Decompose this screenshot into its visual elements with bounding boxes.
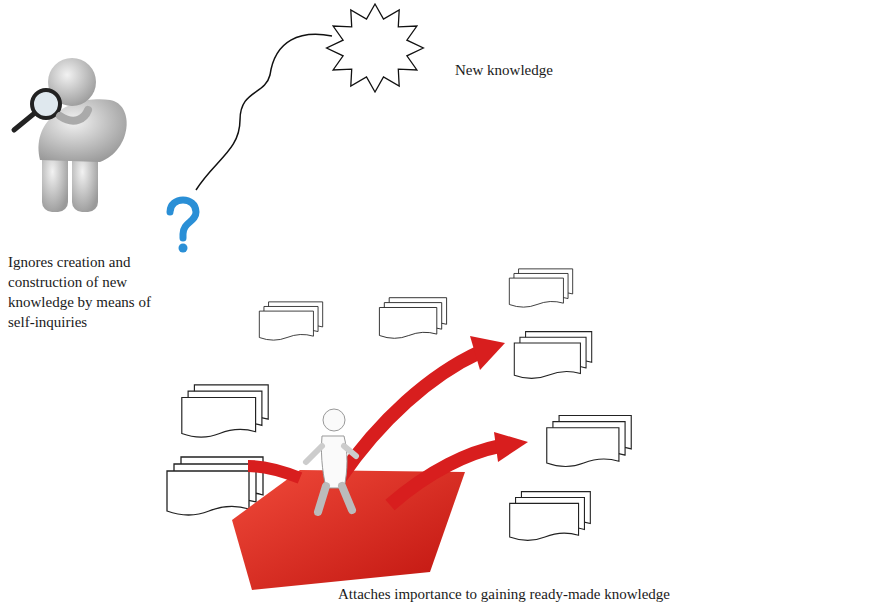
question-dot	[179, 244, 188, 253]
document-stack	[182, 385, 268, 437]
person-head	[323, 409, 345, 431]
arrow-shaft	[390, 446, 500, 505]
red-platform	[232, 470, 465, 590]
wavy-line	[196, 34, 332, 190]
person-legs	[318, 486, 352, 512]
document-stack	[509, 269, 572, 307]
document-stack	[514, 332, 591, 379]
ready-made-note: Attaches importance to gaining ready-mad…	[338, 584, 670, 604]
document-stack	[379, 298, 446, 339]
starburst	[327, 4, 424, 92]
document-stack	[510, 492, 591, 541]
arrow-head	[470, 336, 505, 370]
arrow-shaft	[248, 466, 300, 478]
person-arms	[306, 446, 356, 462]
arrow-head	[494, 432, 528, 462]
inquirer-figure	[14, 58, 196, 253]
inquiry-note: Ignores creation and construction of new…	[8, 252, 176, 332]
question-mark	[170, 200, 196, 238]
document-stack	[259, 302, 322, 340]
document-stack	[547, 415, 631, 466]
figure-arm	[60, 110, 88, 121]
walking-person	[306, 409, 356, 512]
starburst-label: New knowledge	[455, 60, 553, 80]
glass-lens	[32, 90, 60, 118]
glass-handle	[14, 112, 36, 130]
red-arrows	[232, 336, 528, 590]
